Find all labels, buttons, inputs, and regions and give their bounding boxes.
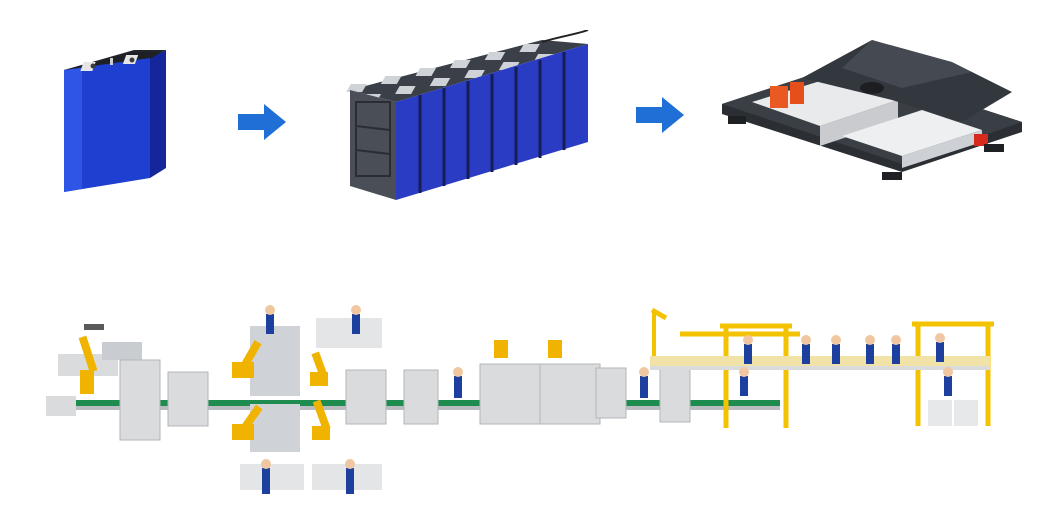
robot-arm (78, 324, 104, 394)
right-arrow-icon (238, 104, 286, 140)
grey-machines (119, 359, 691, 441)
robot-cell (232, 318, 562, 490)
battery-pack-image (722, 22, 1028, 202)
battery-module-image (342, 30, 594, 202)
right-arrow-icon (636, 97, 684, 133)
workers (261, 305, 953, 494)
gantry-cranes (650, 307, 994, 428)
battery-cell-image (62, 50, 172, 198)
production-line-illustration (40, 296, 1040, 502)
